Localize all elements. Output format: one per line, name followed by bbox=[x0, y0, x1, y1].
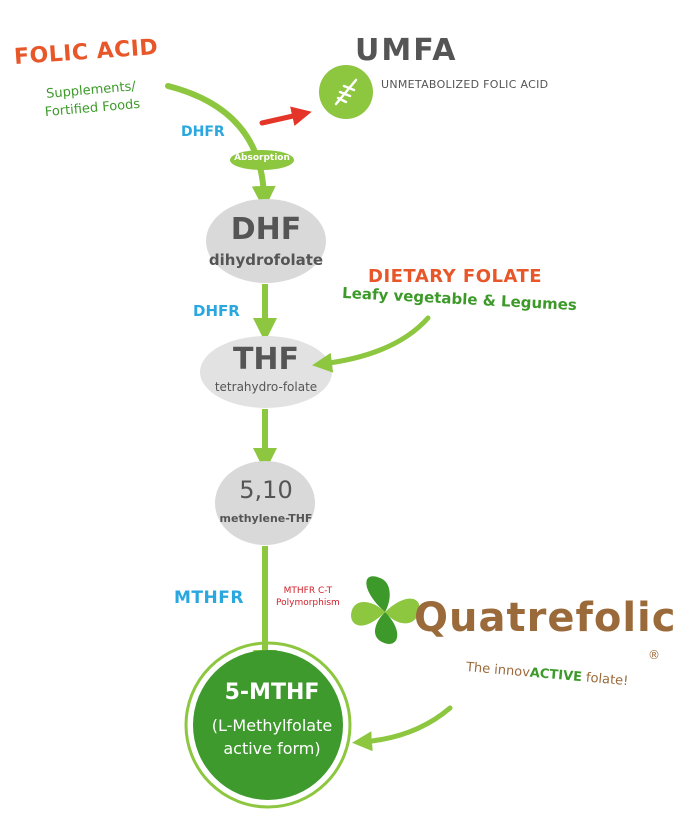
mthf-subtitle-line1: (L-Methylfolate bbox=[211, 716, 333, 735]
mthf-node-outline bbox=[184, 641, 352, 809]
dhfr-label-mid: DHFR bbox=[193, 302, 240, 320]
thf-title: THF bbox=[232, 342, 300, 377]
methylene-subtitle: methylene-THF bbox=[219, 512, 313, 525]
absorption-arrow bbox=[165, 83, 276, 210]
mthfr-polymorphism-note: MTHFR C-T Polymorphism bbox=[276, 585, 340, 609]
thf-subtitle: tetrahydro-folate bbox=[214, 380, 318, 394]
umfa-subtitle: UNMETABOLIZED FOLIC ACID bbox=[381, 78, 549, 91]
mthf-subtitle-line2: active form) bbox=[223, 739, 321, 758]
mthf-node bbox=[193, 650, 343, 800]
clover-logo bbox=[351, 576, 420, 644]
absorption-pill bbox=[230, 150, 294, 170]
methylene-title: 5,10 bbox=[239, 476, 293, 504]
umfa-title: UMFA bbox=[355, 33, 458, 68]
registered-mark: ® bbox=[648, 648, 660, 662]
mthfr-note-line2: Polymorphism bbox=[276, 598, 340, 608]
methylene-node bbox=[215, 461, 315, 545]
dhfr-label-top: DHFR bbox=[181, 124, 225, 140]
umfa-arrow bbox=[259, 106, 312, 126]
dhf-subtitle: dihydrofolate bbox=[208, 251, 324, 269]
mthfr-note-line1: MTHFR C-T bbox=[283, 586, 333, 596]
dhf-node bbox=[206, 199, 326, 283]
quatrefolic-brand: Quatrefolic bbox=[414, 595, 674, 641]
mthf-title: 5-MTHF bbox=[224, 680, 320, 705]
dietary-arrow bbox=[312, 315, 431, 373]
dietary-folate-title: DIETARY FOLATE bbox=[368, 266, 543, 287]
quatrefolic-arrow bbox=[352, 705, 453, 752]
dhf-title: DHF bbox=[230, 212, 302, 247]
mthfr-label: MTHFR bbox=[174, 588, 244, 608]
thf-node bbox=[200, 336, 332, 408]
absorption-label: Absorption bbox=[234, 153, 290, 163]
umfa-icon bbox=[319, 65, 373, 119]
